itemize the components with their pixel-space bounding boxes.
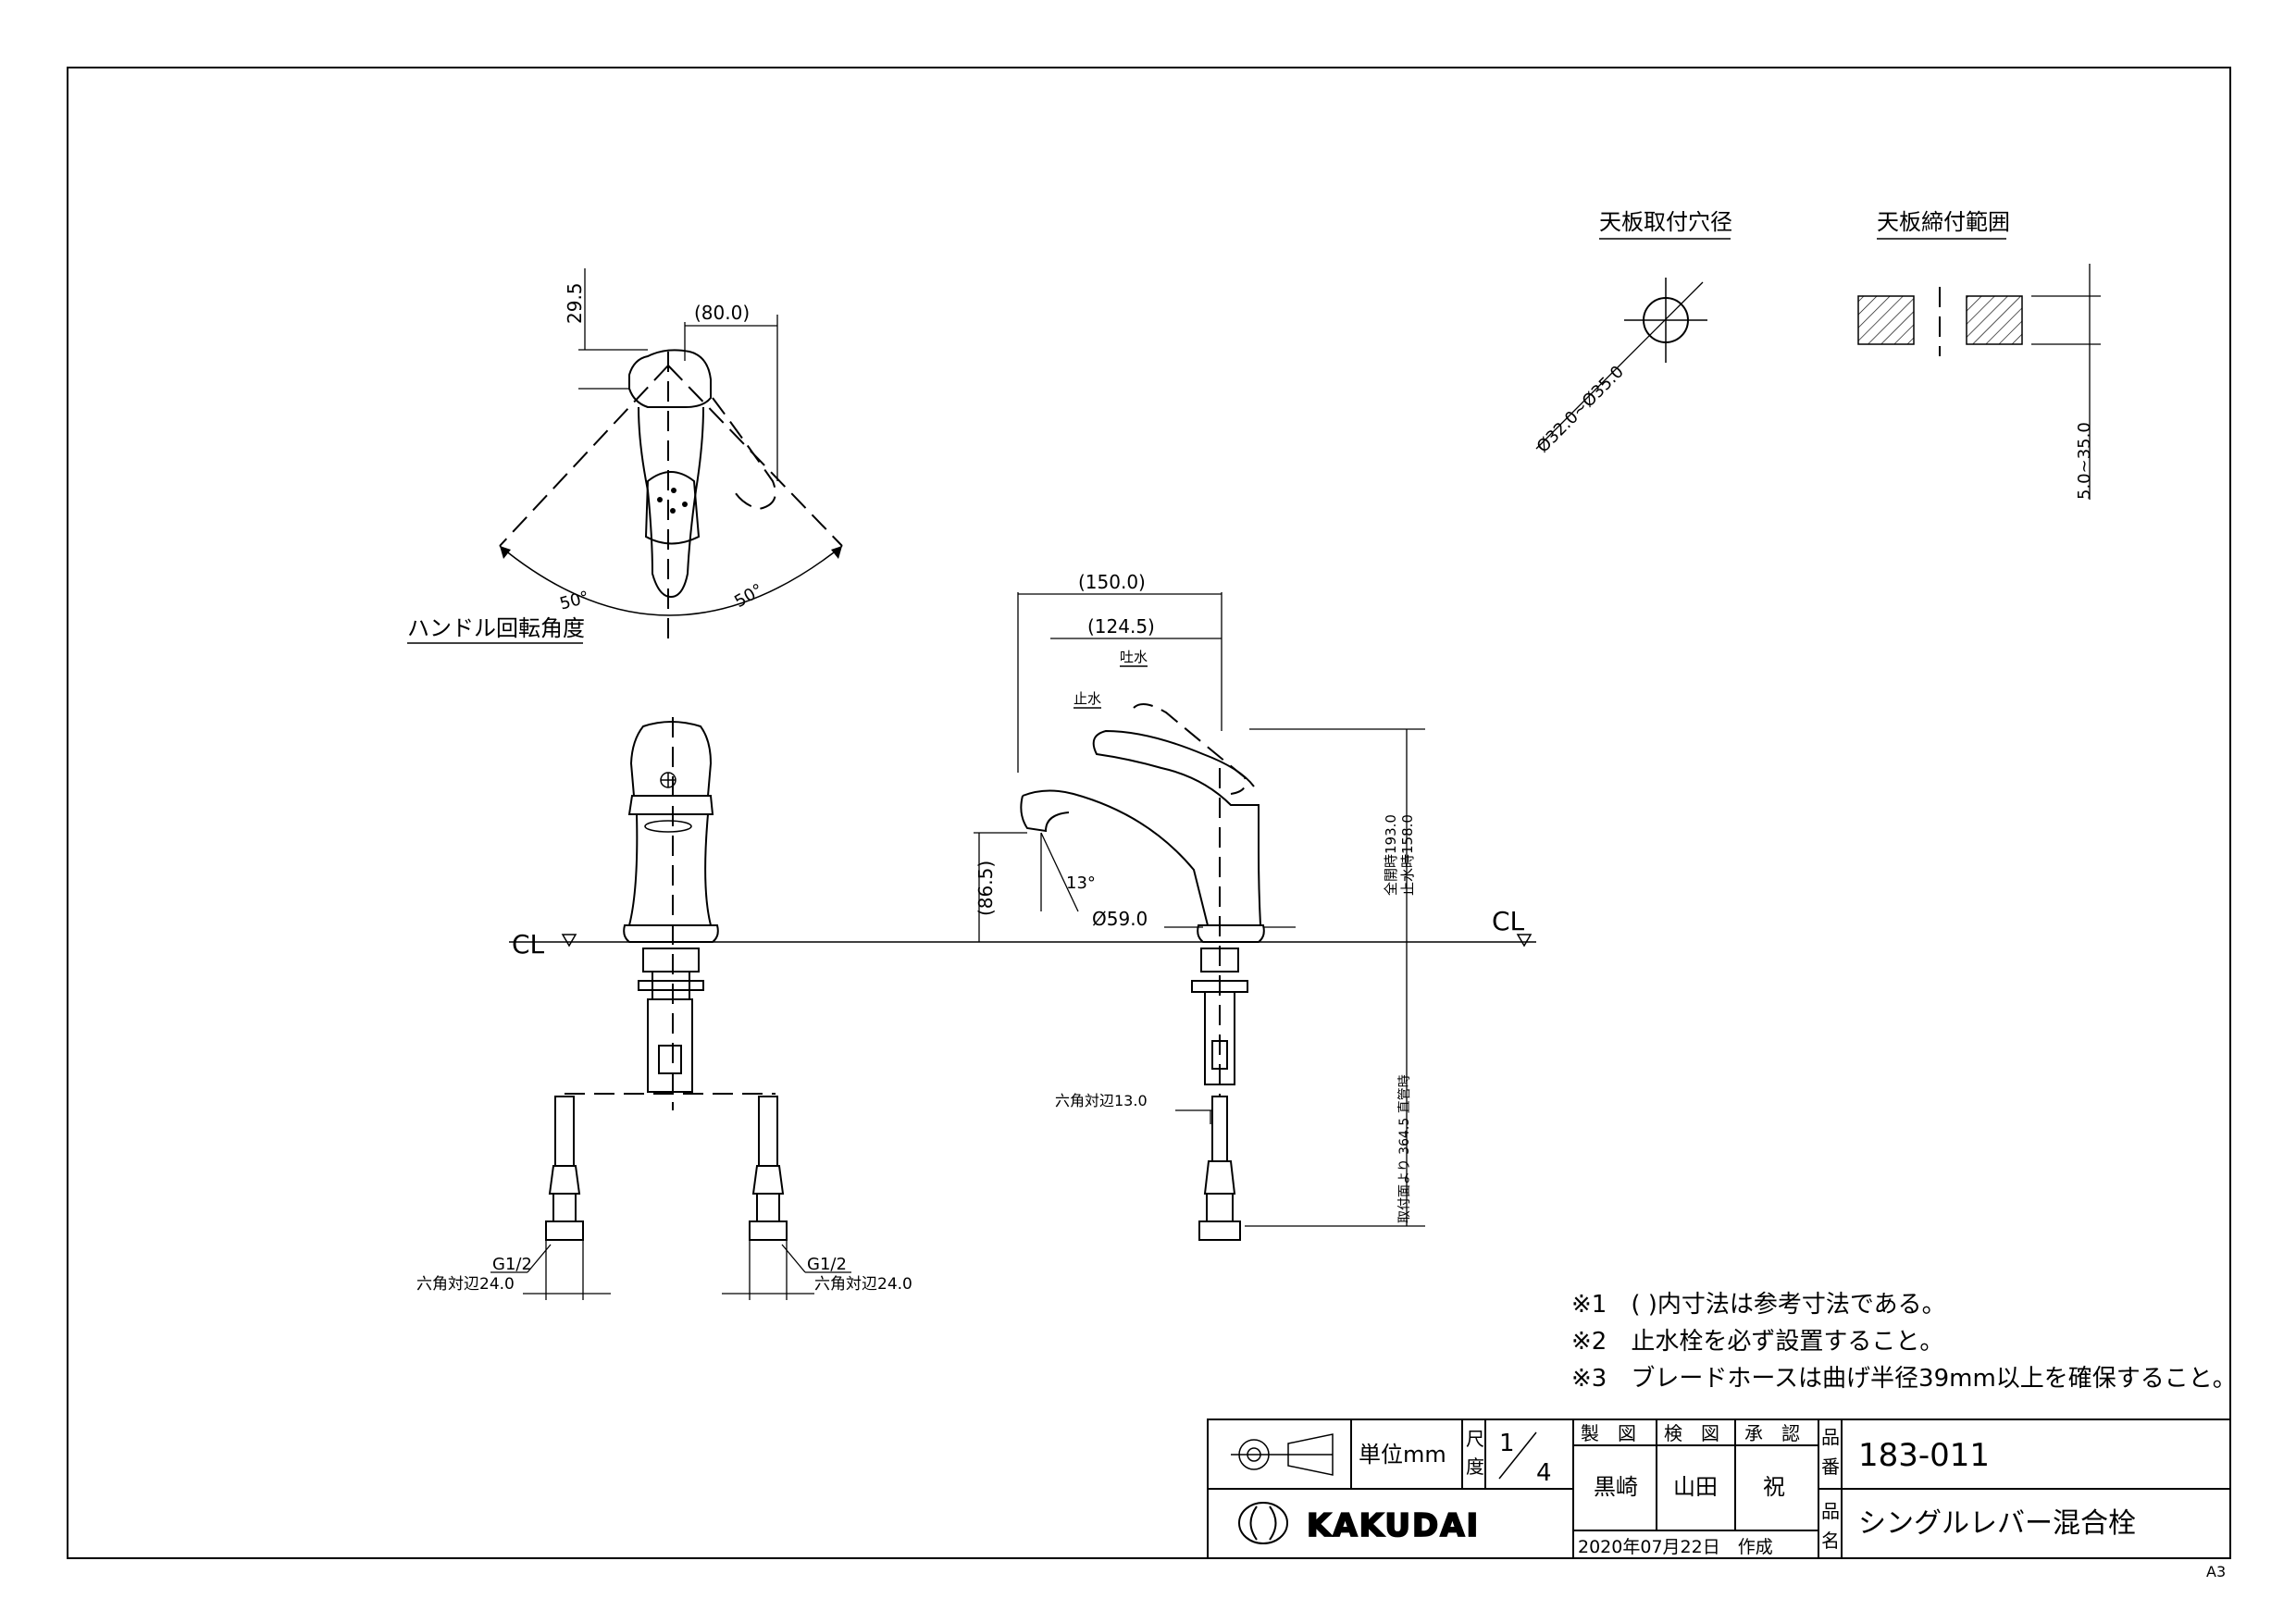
dim-80: (80.0)	[694, 302, 750, 324]
checked-by: 山田	[1673, 1474, 1718, 1500]
made-by: 黒崎	[1594, 1474, 1638, 1500]
cl-label-front: CL	[512, 929, 545, 960]
scale-num: 1	[1499, 1430, 1515, 1457]
part-name-label-1: 品	[1821, 1500, 1840, 1522]
hex24-right: 六角対辺24.0	[814, 1275, 912, 1294]
g12-right: G1/2	[807, 1255, 847, 1274]
part-number: 183-011	[1858, 1437, 1990, 1474]
part-name: シングルレバー混合栓	[1858, 1507, 2136, 1540]
brand-name: KAKUDAI	[1307, 1507, 1480, 1544]
note-2: ※2 止水栓を必ず設置すること。	[1571, 1328, 1943, 1356]
kakudai-logo: KAKUDAI	[1238, 1502, 1480, 1545]
made-label: 製 図	[1581, 1422, 1636, 1444]
approved-by: 祝	[1763, 1474, 1785, 1500]
dim-stop: 止水時158.0	[1399, 814, 1416, 896]
part-no-label-2: 番	[1821, 1456, 1840, 1478]
part-name-label-2: 名	[1821, 1530, 1840, 1552]
angle-50-left: 50°	[558, 588, 591, 614]
dim-total-open: 全開時193.0	[1383, 814, 1399, 896]
approved-label: 承 認	[1744, 1422, 1800, 1444]
angle-13: 13°	[1066, 873, 1096, 893]
hole-dia-dim: Ø32.0~Ø35.0	[1533, 362, 1628, 456]
fasten-dim: 5.0~35.0	[2075, 422, 2094, 500]
dim-29-5: 29.5	[564, 282, 586, 324]
note-3: ※3 ブレードホースは曲げ半径39mm以上を確保すること。	[1571, 1365, 2237, 1393]
fasten-range-title: 天板締付範囲	[1877, 209, 2010, 235]
hole-diameter-detail: 天板取付穴径 Ø32.0~Ø35.0	[1533, 209, 1732, 457]
angle-50-right: 50°	[731, 580, 766, 612]
fastening-range-detail: 天板締付範囲 5.0~35.0	[1857, 209, 2101, 500]
sheet-border	[67, 67, 2231, 1559]
hole-dia-title: 天板取付穴径	[1599, 209, 1732, 235]
hex13: 六角対辺13.0	[1055, 1092, 1148, 1109]
front-view: CL G1/2 六角対辺24.0 G1/2 六角対辺24.0	[416, 717, 925, 1300]
checked-label: 検 図	[1664, 1422, 1719, 1444]
title-block: 単位mm 尺 度 1 4 製 図 検 図 承 認 黒崎 山田 祝 2020年07…	[1207, 1419, 2231, 1580]
dim-124-5: (124.5)	[1087, 615, 1155, 638]
dim-150: (150.0)	[1078, 571, 1146, 593]
sheet-size: A3	[2206, 1563, 2226, 1580]
date: 2020年07月22日 作成	[1578, 1537, 1773, 1557]
hex24-left: 六角対辺24.0	[416, 1275, 515, 1294]
note-1: ※1 ( )内寸法は参考寸法である。	[1571, 1291, 1946, 1319]
stop-label: 止水	[1074, 690, 1101, 707]
dim-86-5: (86.5)	[974, 861, 997, 916]
scale-label-1: 尺	[1466, 1428, 1484, 1450]
part-no-label-1: 品	[1821, 1426, 1840, 1448]
cl-label-side: CL	[1492, 906, 1525, 936]
dim-59: Ø59.0	[1092, 908, 1148, 930]
g12-left: G1/2	[492, 1255, 532, 1274]
scale-label-2: 度	[1466, 1456, 1484, 1478]
scale-den: 4	[1536, 1459, 1552, 1487]
top-view: 29.5 (80.0) 50° 50° ハンドル回転角度	[407, 268, 843, 644]
notes: ※1 ( )内寸法は参考寸法である。 ※2 止水栓を必ず設置すること。 ※3 ブ…	[1571, 1291, 2237, 1393]
side-view: CL (150.0) (124.5) 吐水 止水 (86.5) 13° Ø59.…	[925, 571, 1536, 1241]
handle-angle-label: ハンドル回転角度	[407, 615, 585, 641]
dim-hose: 取付面より 364.5 直管時	[1396, 1074, 1412, 1223]
unit: 単位mm	[1359, 1442, 1446, 1468]
spout-label: 吐水	[1120, 649, 1148, 665]
